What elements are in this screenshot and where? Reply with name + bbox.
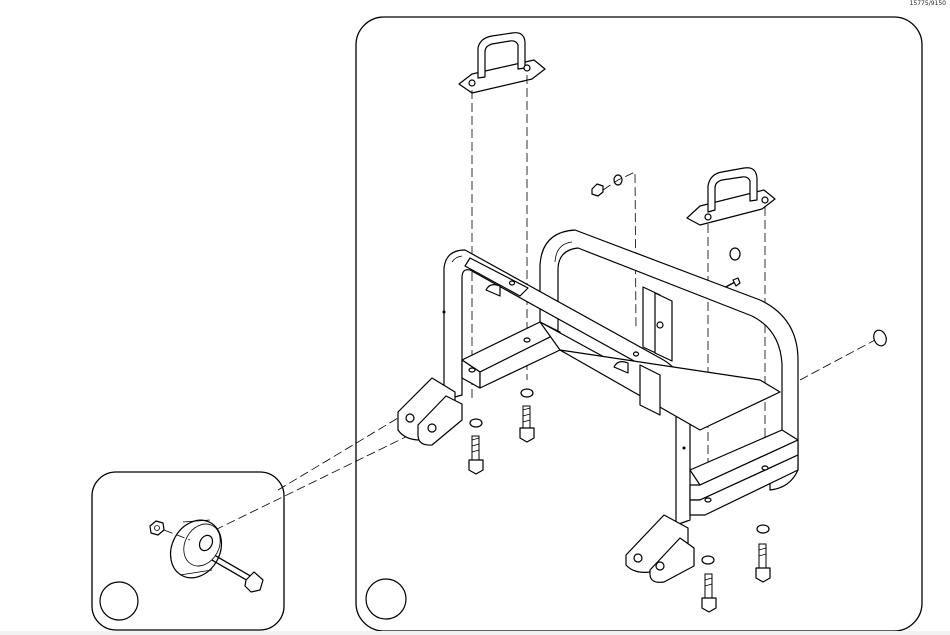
frame-icon <box>397 229 799 583</box>
bracket-icon <box>458 32 546 94</box>
bolt-icon <box>519 405 535 443</box>
leader-line-pin <box>799 339 876 381</box>
washer-icon <box>729 247 741 261</box>
washer-icon <box>756 524 770 534</box>
nut-icon <box>591 183 604 197</box>
bracket-icon <box>686 167 776 226</box>
bolt-icon <box>701 573 717 613</box>
main-panel <box>355 16 923 632</box>
washer-icon <box>469 418 483 428</box>
main-callout <box>365 578 407 620</box>
washer-icon <box>873 329 887 347</box>
document-number: 15775/9150 <box>909 0 946 7</box>
washer-icon <box>520 388 534 398</box>
nut-icon <box>149 520 191 541</box>
detail-panel <box>91 471 285 631</box>
hardware-leader <box>602 171 637 331</box>
footer-strip <box>0 631 950 635</box>
washer-icon <box>701 555 715 565</box>
wheel-icon <box>169 519 223 579</box>
detail-callout <box>99 581 139 621</box>
bolt-icon <box>468 435 484 475</box>
leader-line-lower <box>214 429 421 531</box>
bolt-icon <box>211 555 264 593</box>
leader-line-upper <box>277 411 409 491</box>
bolt-icon <box>755 543 771 583</box>
